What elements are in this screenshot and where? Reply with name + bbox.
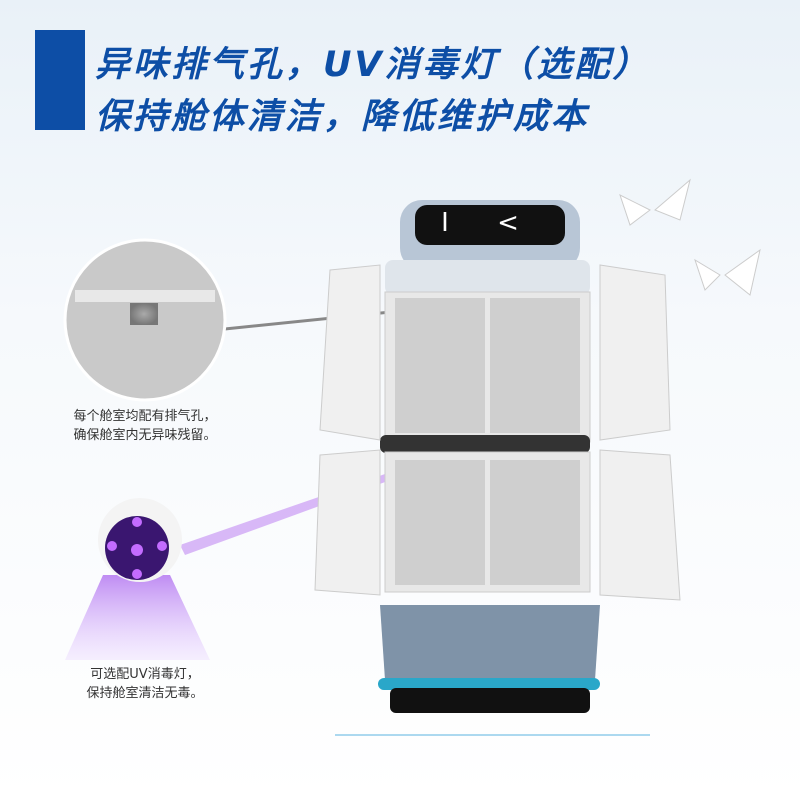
vent-caption-line-1: 每个舱室均配有排气孔， xyxy=(73,409,217,424)
vent-grille-icon xyxy=(130,303,158,325)
headline-line-1: 异味排气孔，UV消毒灯（选配） xyxy=(95,45,651,85)
uv-caption: 可选配UV消毒灯， 保持舱室清洁无毒。 xyxy=(45,665,245,703)
title-accent-bar xyxy=(35,30,85,130)
robot-screen-text: I < xyxy=(441,208,539,238)
vent-caption: 每个舱室均配有排气孔， 确保舱室内无异味残留。 xyxy=(45,407,245,445)
robot-screen xyxy=(415,205,565,245)
vent-caption-line-2: 确保舱室内无异味残留。 xyxy=(73,428,217,443)
delivery-robot xyxy=(314,200,681,713)
butterfly-decoration xyxy=(619,178,761,296)
headline-line-2: 保持舱体清洁，降低维护成本 xyxy=(95,97,590,137)
uv-caption-line-1: 可选配UV消毒灯， xyxy=(90,667,200,682)
uv-caption-line-2: 保持舱室清洁无毒。 xyxy=(86,686,204,701)
